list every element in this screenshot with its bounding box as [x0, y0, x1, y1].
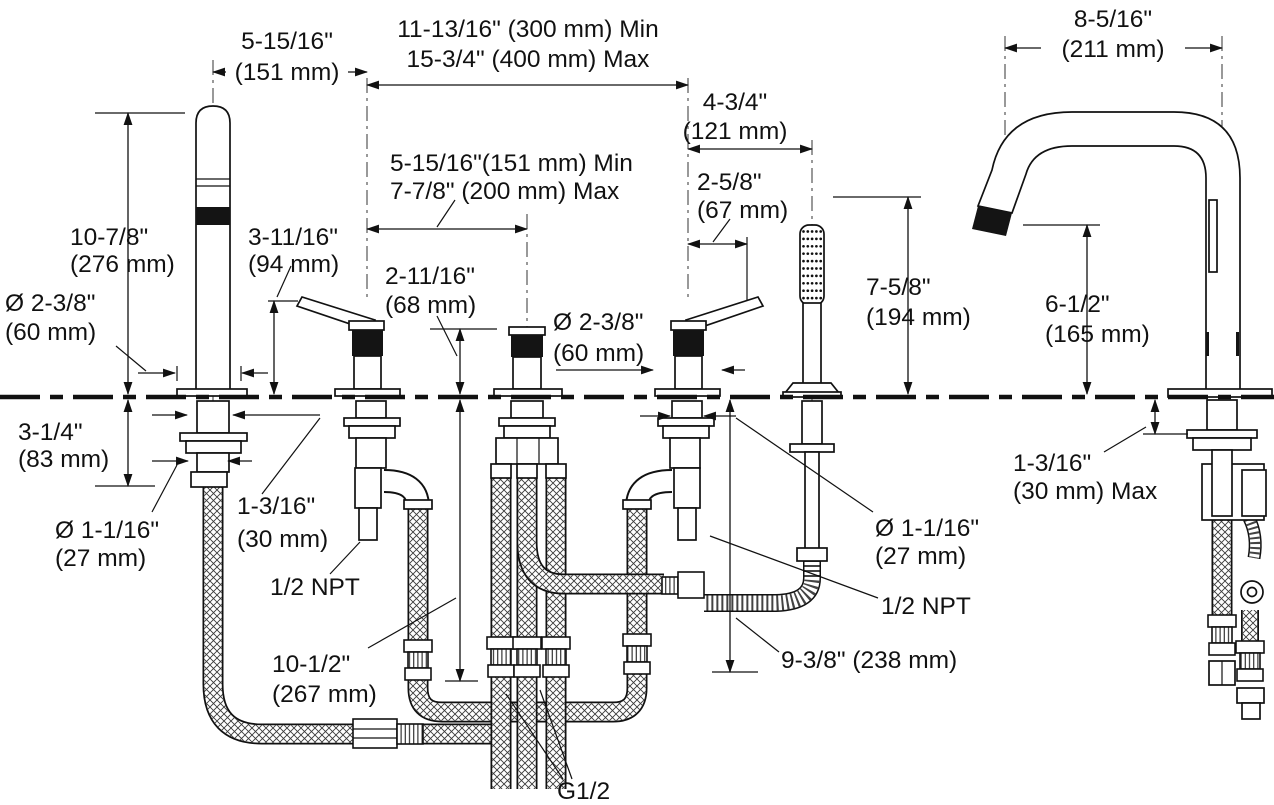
dim-label-dim_spout_shank_length-line2: (83 mm) [18, 446, 109, 473]
dim-label-dim_valve_span-line1: 11-13/16" (300 mm) Min [397, 16, 659, 43]
dim-label-dim_spout_shank_diameter-line2: (30 mm) [237, 526, 328, 553]
diverter-valve [490, 326, 567, 479]
dim-label-dim_spout_escutcheon-line2: (60 mm) [5, 319, 96, 346]
dim-label-dim_valve_tail_diameter-line1: Ø 1-1/16" [875, 515, 979, 542]
dim-label-dim_valve_span-line2: 15-3/4" (400 mm) Max [407, 46, 650, 73]
dim-label-dim_valve_escutcheon-line2: (60 mm) [553, 340, 644, 367]
dim-label-dim_deck_thickness-line2: (30 mm) Max [1013, 478, 1157, 505]
dim-label-dim_high_spout_reach-line1: 8-5/16" [1074, 6, 1152, 33]
dim-label-dim_high_spout_reach-line2: (211 mm) [1061, 36, 1164, 63]
dim-label-dim_high_spout_clearance-line1: 6-1/2" [1045, 291, 1110, 318]
dim-label-dim_spout_height-line1: 10-7/8" [70, 224, 148, 251]
dim-label-dim_valve1_to_diverter-line2: 7-7/8" (200 mm) Max [390, 178, 619, 205]
dim-label-dim_lever_reach-line1: 2-5/8" [697, 169, 762, 196]
dim-label-dim_valve2_to_handshower-line2: (121 mm) [683, 118, 788, 145]
dim-label-dim_lever_height-line1: 3-11/16" [248, 224, 338, 251]
dim-label-dim_high_spout_clearance-line2: (165 mm) [1045, 321, 1150, 348]
dim-label-thread_g12: G1/2 [557, 778, 610, 805]
dim-label-dim_hose_drop-line2: (267 mm) [272, 681, 377, 708]
high-spout [972, 111, 1273, 720]
dim-label-dim_deck_thickness-line1: 1-3/16" [1013, 450, 1091, 477]
dim-label-dim_lever_reach-line2: (67 mm) [697, 197, 788, 224]
dim-label-dim_spout_escutcheon-line1: Ø 2-3/8" [5, 290, 95, 317]
dimension-lines [95, 43, 1224, 780]
dim-label-dim_spout_to_valve1-line2: (151 mm) [235, 59, 340, 86]
dim-label-dim_handshower_height-line1: 7-5/8" [866, 274, 931, 301]
label-backer [226, 58, 348, 84]
dim-label-dim_spout_to_valve1-line1: 5-15/16" [241, 28, 333, 55]
dim-label-dim_valve_height-line2: (68 mm) [385, 292, 476, 319]
dim-label-dim_lever_height-line2: (94 mm) [248, 251, 339, 278]
dim-label-dim_spout_tail_diameter-line1: Ø 1-1/16" [55, 517, 159, 544]
dim-label-dim_valve1_to_diverter-line1: 5-15/16"(151 mm) Min [390, 150, 633, 177]
spray-face-dots [802, 230, 823, 300]
dim-label-dim_handshower_height-line2: (194 mm) [866, 304, 971, 331]
dim-label-dim_spout_shank_diameter-line1: 1-3/16" [237, 493, 315, 520]
handshower [782, 224, 842, 562]
valve-handle-right [622, 295, 765, 541]
dim-label-dim_valve_tail_diameter-line2: (27 mm) [875, 543, 966, 570]
hose-fittings [352, 571, 1265, 749]
valve-handle-left [295, 295, 433, 541]
dim-label-npt_right: 1/2 NPT [881, 593, 971, 620]
dimension-labels: 5-15/16" (151 mm) 11-13/16" (300 mm) Min 15… [5, 6, 1165, 805]
dim-label-dim_valve_height-line1: 2-11/16" [385, 263, 475, 290]
bath-spout [176, 105, 248, 488]
dim-label-dim_hose_drop-line1: 10-1/2" [272, 651, 350, 678]
dim-label-dim_spout_shank_length-line1: 3-1/4" [18, 419, 83, 446]
dim-label-dim_handshower_drop: 9-3/8" (238 mm) [781, 647, 957, 674]
dim-label-dim_spout_height-line2: (276 mm) [70, 251, 175, 278]
dim-label-npt_left: 1/2 NPT [270, 574, 360, 601]
dim-label-dim_valve_escutcheon-line1: Ø 2-3/8" [553, 309, 643, 336]
dim-label-dim_spout_tail_diameter-line2: (27 mm) [55, 545, 146, 572]
label-backer [1041, 36, 1185, 62]
dim-label-dim_valve2_to_handshower-line1: 4-3/4" [703, 89, 768, 116]
